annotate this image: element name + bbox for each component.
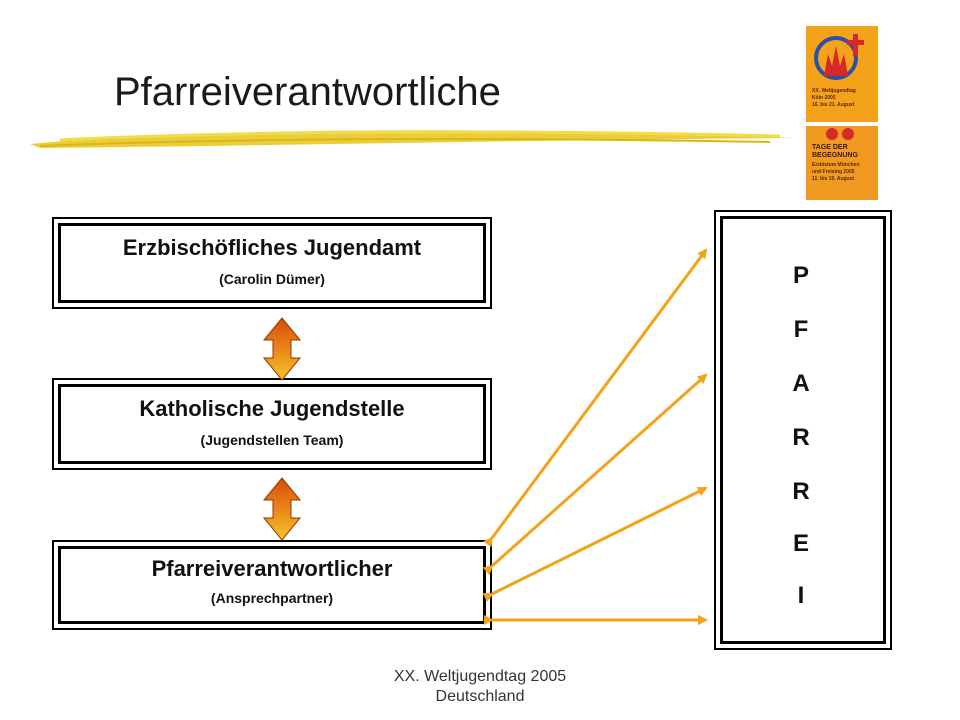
box-jugendstelle-subtitle: (Jugendstellen Team) (200, 432, 344, 448)
double-arrow-icon (262, 477, 302, 541)
logo-bottom-title-2: BEGEGNUNG (812, 152, 858, 159)
arrow-to-pfarrei-3 (482, 486, 708, 603)
logo-top-panel: XX. Weltjugendtag Köln 2005 16. bis 21. … (806, 26, 878, 122)
pfarrei-letter: R (792, 424, 810, 451)
logo-line-1: XX. Weltjugendtag (812, 88, 856, 94)
box-jugendstelle-title: Katholische Jugendstelle (139, 396, 405, 421)
box-pfarrei: P F A R R E I (714, 210, 892, 650)
box-verantwortlicher-title: Pfarreiverantwortlicher (151, 556, 393, 581)
box-jugendamt: Erzbischöfliches Jugendamt (Carolin Düme… (52, 217, 492, 309)
footer: XX. Weltjugendtag 2005 Deutschland (330, 667, 630, 707)
pfarrei-letter: R (792, 478, 810, 505)
pfarrei-letter: E (792, 530, 809, 557)
people-icon (826, 128, 854, 140)
box-verantwortlicher-subtitle: (Ansprechpartner) (210, 590, 334, 606)
wjt-logo: XX. Weltjugendtag Köln 2005 16. bis 21. … (806, 26, 878, 200)
logo-bottom-title-1: TAGE DER (812, 144, 848, 151)
logo-line-3: 16. bis 21. August (812, 102, 855, 108)
logo-bottom-line-3: 11. bis 15. August (812, 176, 855, 182)
pfarrei-letter: F (793, 316, 809, 343)
logo-bottom-line-2: und Freising 2005 (812, 169, 855, 175)
cross-cathedral-icon (814, 34, 864, 80)
pfarrei-letter: P (792, 262, 809, 289)
footer-line-2: Deutschland (435, 688, 525, 705)
box-jugendamt-subtitle: (Carolin Dümer) (219, 271, 325, 287)
box-jugendamt-title: Erzbischöfliches Jugendamt (122, 235, 422, 260)
arrow-to-pfarrei-2 (482, 373, 708, 576)
footer-line-1: XX. Weltjugendtag 2005 (393, 668, 567, 685)
double-arrow-icon (262, 317, 302, 381)
logo-bottom-line-1: Erzbistum München (812, 162, 860, 168)
box-jugendstelle: Katholische Jugendstelle (Jugendstellen … (52, 378, 492, 470)
pfarrei-letter: I (797, 582, 805, 609)
logo-line-2: Köln 2005 (812, 95, 836, 101)
arrow-to-pfarrei-1 (483, 248, 708, 548)
logo-bottom-panel: TAGE DER BEGEGNUNG Erzbistum München und… (806, 126, 878, 200)
pfarrei-letter: A (792, 370, 810, 397)
page-title: Pfarreiverantwortliche (114, 70, 501, 114)
